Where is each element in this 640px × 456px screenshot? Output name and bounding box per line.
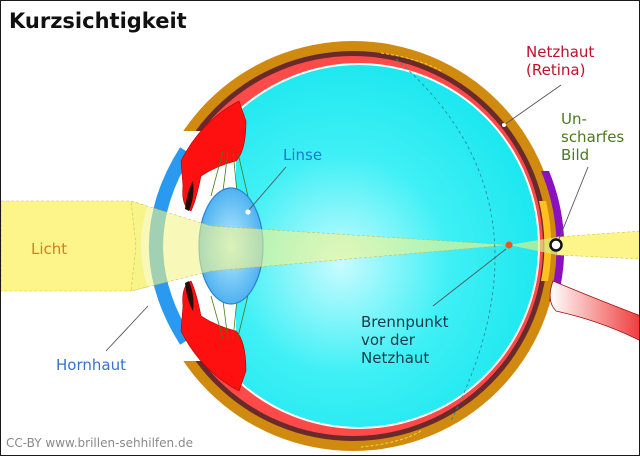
label-blurred-image: Un- scharfes Bild: [561, 110, 629, 164]
light-beam-diverging: [509, 237, 557, 255]
optic-nerve: [549, 280, 639, 341]
label-focal-point: Brennpunkt vor der Netzhaut: [361, 313, 453, 367]
light-beam-refracted: [130, 200, 510, 292]
label-retina: Netzhaut (Retina): [526, 43, 599, 79]
light-beam-exit: [556, 230, 639, 260]
focal-arc-bottom: [360, 430, 422, 448]
credit-text: CC-BY www.brillen-sehhilfen.de: [6, 436, 193, 450]
diagram-title: Kurzsichtigkeit: [9, 9, 187, 33]
pupil-edge-bottom: [185, 281, 194, 311]
leader-retina: [503, 84, 562, 126]
leader-cornea: [105, 305, 149, 352]
focal-plane-arc: [395, 58, 496, 422]
focal-arc-top: [380, 52, 442, 72]
focal-point: [505, 241, 513, 249]
leader-focus: [432, 248, 507, 307]
leader-dot-lens: [245, 209, 251, 215]
leader-lens: [247, 166, 287, 212]
zonular-fibers: [210, 150, 250, 340]
blur-image-marker: [549, 238, 563, 252]
leader-dot-cornea: [148, 301, 154, 307]
leader-blur: [558, 166, 589, 240]
macula-region: [541, 171, 565, 301]
label-light: Licht: [31, 240, 67, 258]
label-cornea: Hornhaut: [56, 356, 126, 374]
label-lens: Linse: [283, 146, 322, 164]
pupil-edge-top: [185, 181, 194, 211]
leader-dot-retina: [502, 123, 506, 127]
